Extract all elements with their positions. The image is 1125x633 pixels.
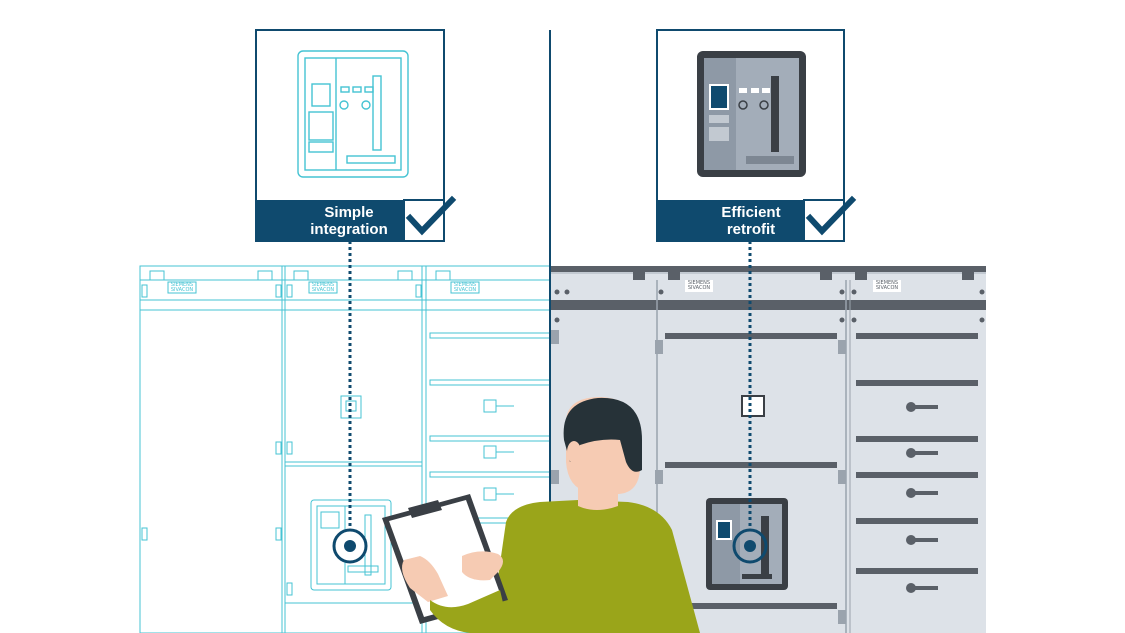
connector-left: [332, 241, 368, 564]
label-line-1: Simple: [324, 204, 374, 221]
connection-target-icon: [732, 528, 768, 564]
label-line-2: integration: [310, 221, 388, 238]
callout-efficient-retrofit: [656, 29, 857, 242]
brand-plate: SIEMENS SIVACON: [686, 281, 712, 291]
brand-line-1: SIEMENS: [170, 282, 194, 288]
brand-line-1: SIEMENS: [311, 282, 335, 288]
brand-line-2: SIVACON: [875, 285, 899, 291]
brand-plate: SIEMENS SIVACON: [874, 281, 900, 291]
brand-plate: SIEMENS SIVACON: [452, 283, 478, 293]
brand-line-2: SIVACON: [311, 287, 335, 293]
check-icon: [805, 195, 857, 236]
label-efficient-retrofit: Efficient retrofit: [676, 201, 826, 241]
label-simple-integration: Simple integration: [274, 201, 424, 241]
brand-line-1: SIEMENS: [875, 280, 899, 286]
brand-line-2: SIVACON: [170, 287, 194, 293]
technician: [382, 397, 700, 633]
connector-right: [732, 241, 768, 564]
brand-line-1: SIEMENS: [453, 282, 477, 288]
brand-line-2: SIVACON: [687, 285, 711, 291]
check-icon: [405, 195, 457, 236]
brand-plate: SIEMENS SIVACON: [310, 283, 336, 293]
circuit-breaker-icon: [297, 50, 409, 178]
label-line-1: Efficient: [721, 204, 781, 221]
label-line-2: retrofit: [726, 221, 776, 238]
brand-line-2: SIVACON: [453, 287, 477, 293]
brand-plate: SIEMENS SIVACON: [169, 283, 195, 293]
callout-simple-integration: [255, 29, 457, 242]
circuit-breaker-icon: [697, 51, 806, 177]
brand-line-1: SIEMENS: [687, 280, 711, 286]
